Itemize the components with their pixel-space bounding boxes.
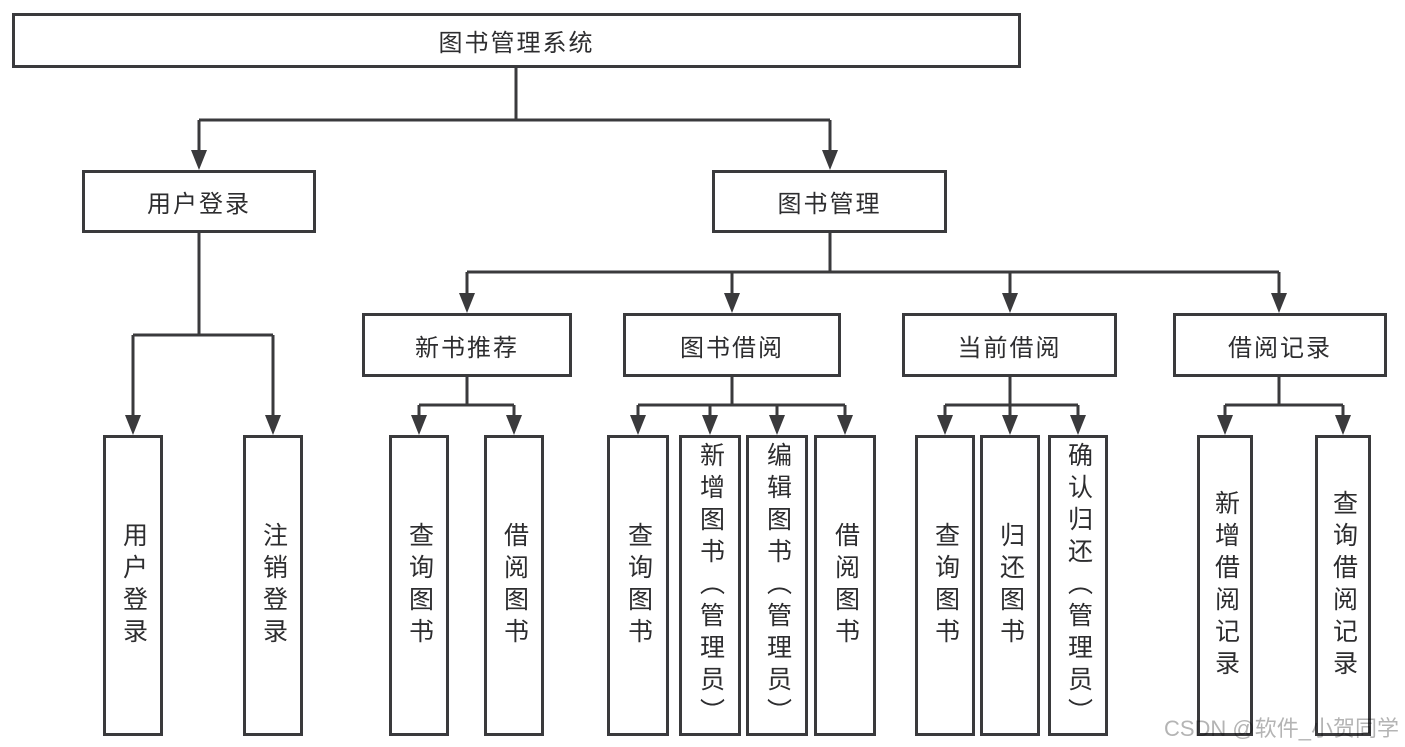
node-book-management-system: 图书管理系统 <box>12 13 1021 68</box>
leaf-label: 查询借阅记录 <box>1329 489 1358 682</box>
leaf-borrow-books-recommendation: 借阅图书 <box>484 435 544 736</box>
leaf-label: 新增借阅记录 <box>1211 489 1240 682</box>
leaf-confirm-return-admin: 确认归还（管理员） <box>1048 435 1108 736</box>
node-label: 借阅记录 <box>1228 334 1332 362</box>
node-label: 图书借阅 <box>680 334 784 362</box>
node-current-borrowing: 当前借阅 <box>902 313 1117 377</box>
leaf-query-borrow-record: 查询借阅记录 <box>1315 435 1371 736</box>
node-label: 图书管理 <box>777 191 882 218</box>
leaf-query-books-current: 查询图书 <box>915 435 975 736</box>
leaf-logout: 注销登录 <box>243 435 303 736</box>
leaf-edit-books-admin: 编辑图书（管理员） <box>746 435 808 736</box>
node-borrow-records: 借阅记录 <box>1173 313 1387 377</box>
leaf-user-login: 用户登录 <box>103 435 163 736</box>
leaf-return-books: 归还图书 <box>980 435 1040 736</box>
node-new-book-recommendation: 新书推荐 <box>362 313 572 377</box>
leaf-label: 注销登录 <box>259 521 288 650</box>
leaf-label: 查询图书 <box>931 521 960 650</box>
leaf-borrow-books-borrowing: 借阅图书 <box>814 435 876 736</box>
leaf-query-books-recommendation: 查询图书 <box>389 435 449 736</box>
leaf-label: 归还图书 <box>996 521 1025 650</box>
node-user-login: 用户登录 <box>82 170 316 233</box>
leaf-label: 借阅图书 <box>500 521 529 650</box>
node-label: 新书推荐 <box>415 334 519 362</box>
node-book-management: 图书管理 <box>712 170 947 233</box>
leaf-add-borrow-record: 新增借阅记录 <box>1197 435 1253 736</box>
node-book-borrowing: 图书借阅 <box>623 313 841 377</box>
node-label: 图书管理系统 <box>438 30 595 57</box>
node-label: 当前借阅 <box>957 334 1062 362</box>
leaf-add-books-admin: 新增图书（管理员） <box>679 435 741 736</box>
leaf-label: 新增图书（管理员） <box>696 441 725 730</box>
leaf-label: 确认归还（管理员） <box>1064 441 1093 730</box>
leaf-label: 查询图书 <box>624 521 653 650</box>
leaf-label: 借阅图书 <box>831 521 860 650</box>
leaf-label: 用户登录 <box>119 521 148 650</box>
leaf-label: 查询图书 <box>405 521 434 650</box>
csdn-watermark: CSDN @软件_小贺同学 <box>1163 716 1399 741</box>
leaf-query-books-borrowing: 查询图书 <box>607 435 669 736</box>
node-label: 用户登录 <box>147 191 251 218</box>
leaf-label: 编辑图书（管理员） <box>763 441 792 730</box>
